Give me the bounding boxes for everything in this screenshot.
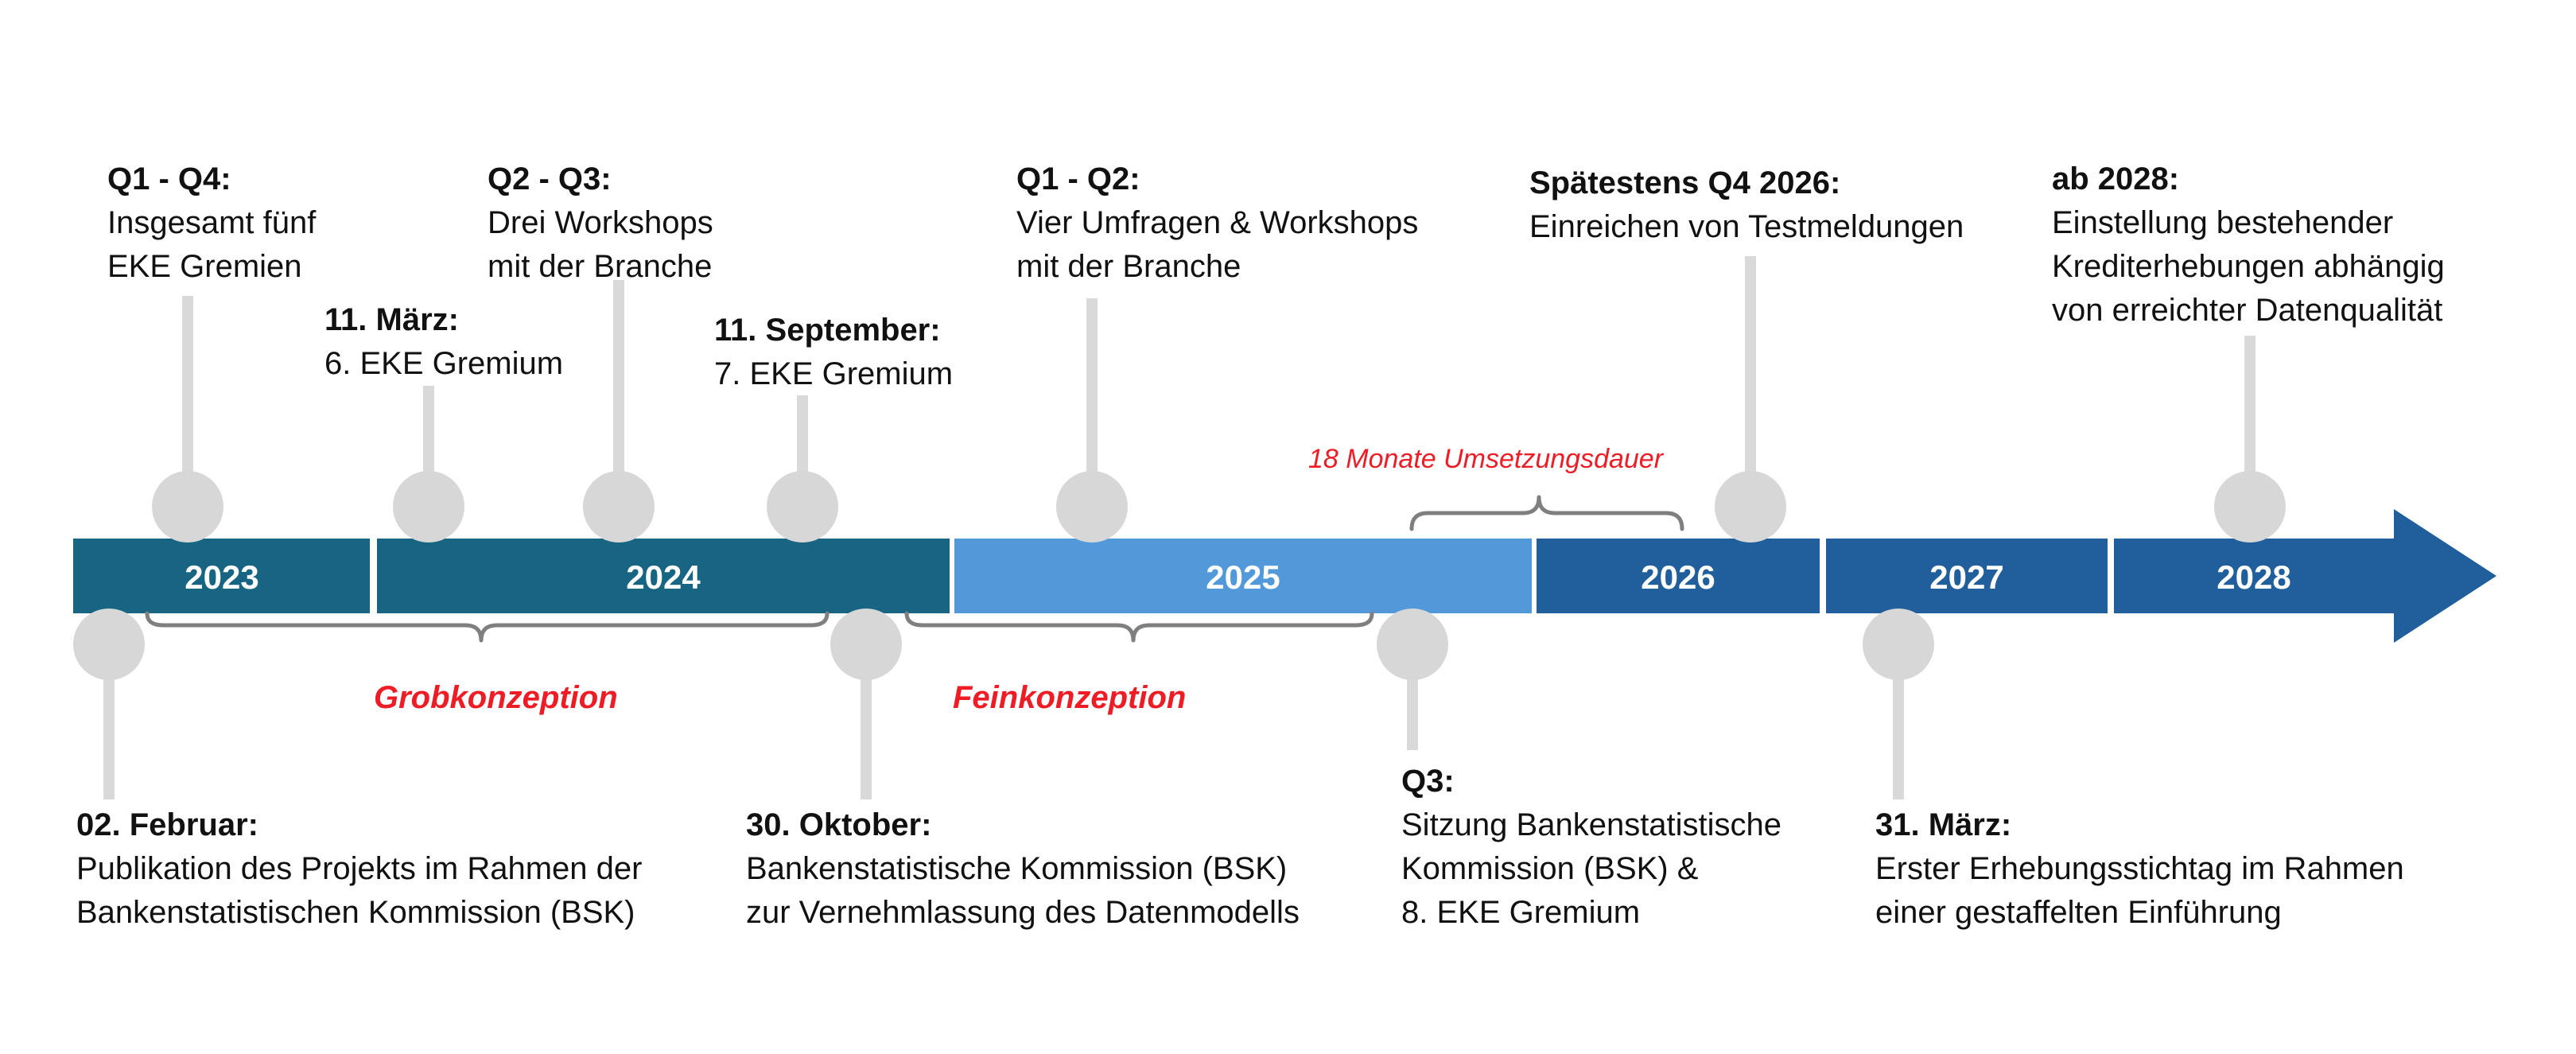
event-spaetestens-q4-2026: Spätestens Q4 2026: Einreichen von Testm… <box>1529 161 1964 249</box>
feinkonzeption-brace <box>904 611 1374 643</box>
stems-above <box>182 256 2255 479</box>
event-11-september: 11. September: 7. EKE Gremium <box>714 309 953 396</box>
stem <box>103 643 115 799</box>
timeline-marker <box>767 471 838 543</box>
year-labels: 2023 2024 2025 2026 2027 2028 <box>185 558 2290 596</box>
duration-label: 18 Monate Umsetzungsdauer <box>1308 444 1664 474</box>
stem <box>1086 298 1098 479</box>
event-31-maerz: 31. März: Erster Erhebungsstichtag im Ra… <box>1875 803 2404 935</box>
year-bars <box>73 509 2496 643</box>
year-bar-2027 <box>1826 539 2108 613</box>
stem <box>1745 256 1756 479</box>
event-description: Einreichen von Testmeldungen <box>1529 209 1964 244</box>
braces <box>145 495 1684 643</box>
phase-label-grobkonzeption: Grobkonzeption <box>374 680 618 715</box>
timeline-marker <box>1377 609 1448 680</box>
event-description: Sitzung Bankenstatistische Kommission (B… <box>1401 807 1782 930</box>
timeline-marker <box>1863 609 1934 680</box>
grobkonzeption-brace <box>145 611 830 643</box>
timeline-marker <box>2214 471 2286 543</box>
event-title: 11. September: <box>714 313 941 348</box>
event-description: Bankenstatistische Kommission (BSK) zur … <box>746 851 1300 930</box>
year-label: 2023 <box>185 558 258 596</box>
year-label: 2024 <box>626 558 701 596</box>
event-title: 11. März: <box>324 302 459 337</box>
year-bar-2025 <box>954 539 1532 613</box>
event-11-maerz: 11. März: 6. EKE Gremium <box>324 298 563 386</box>
markers-below <box>73 609 1934 680</box>
event-ab-2028: ab 2028: Einstellung bestehender Kredite… <box>2052 158 2445 333</box>
stem <box>861 643 872 799</box>
stem <box>1893 643 1904 799</box>
event-description: Publikation des Projekts im Rahmen der B… <box>76 851 643 930</box>
event-description: 6. EKE Gremium <box>324 346 564 381</box>
stem <box>423 386 434 479</box>
timeline-marker <box>393 471 464 543</box>
stem <box>613 280 624 479</box>
event-title: Q3: <box>1401 764 1455 799</box>
timeline-marker <box>583 471 655 543</box>
event-description: Insgesamt fünf EKE Gremien <box>107 205 317 284</box>
umsetzungsdauer-brace <box>1409 495 1684 531</box>
event-30-oktober: 30. Oktober: Bankenstatistische Kommissi… <box>746 803 1300 935</box>
event-title: Q1 - Q2: <box>1016 161 1140 196</box>
event-title: 30. Oktober: <box>746 807 932 842</box>
event-description: Vier Umfragen & Workshops mit der Branch… <box>1016 205 1419 284</box>
event-title: Q1 - Q4: <box>107 161 231 196</box>
year-bar-2023 <box>73 539 370 613</box>
year-bar-2028-arrow <box>2114 509 2496 643</box>
timeline-marker <box>1056 471 1128 543</box>
year-bar-2026 <box>1537 539 1820 613</box>
event-q1-q4-2023: Q1 - Q4: Insgesamt fünf EKE Gremien <box>107 158 316 289</box>
event-title: Q2 - Q3: <box>488 161 612 196</box>
stems-below <box>103 643 1904 799</box>
event-description: 7. EKE Gremium <box>714 356 954 391</box>
event-title: Spätestens Q4 2026: <box>1529 165 1841 200</box>
timeline-marker <box>1715 471 1786 543</box>
event-description: Erster Erhebungsstichtag im Rahmen einer… <box>1875 851 2404 930</box>
event-description: Einstellung bestehender Krediterhebungen… <box>2052 205 2445 328</box>
event-q2-q3-2024: Q2 - Q3: Drei Workshops mit der Branche <box>488 158 713 289</box>
event-title: ab 2028: <box>2052 161 2180 196</box>
year-label: 2028 <box>2217 558 2290 596</box>
markers-above <box>152 471 2286 543</box>
year-label: 2026 <box>1641 558 1715 596</box>
timeline-marker <box>830 609 902 680</box>
event-q1-q2-2025: Q1 - Q2: Vier Umfragen & Workshops mit d… <box>1016 158 1418 289</box>
year-bar-2024 <box>377 539 950 613</box>
event-q3-2025: Q3: Sitzung Bankenstatistische Kommissio… <box>1401 760 1781 935</box>
phase-label-feinkonzeption: Feinkonzeption <box>953 680 1187 715</box>
timeline-marker <box>152 471 223 543</box>
stem <box>797 395 808 479</box>
event-description: Drei Workshops mit der Branche <box>488 205 713 284</box>
stem <box>182 296 193 479</box>
event-title: 31. März: <box>1875 807 2012 842</box>
timeline-marker <box>73 609 145 680</box>
event-02-februar: 02. Februar: Publikation des Projekts im… <box>76 803 642 935</box>
year-label: 2025 <box>1206 558 1280 596</box>
event-title: 02. Februar: <box>76 807 258 842</box>
stem <box>2244 336 2255 479</box>
year-label: 2027 <box>1929 558 2003 596</box>
